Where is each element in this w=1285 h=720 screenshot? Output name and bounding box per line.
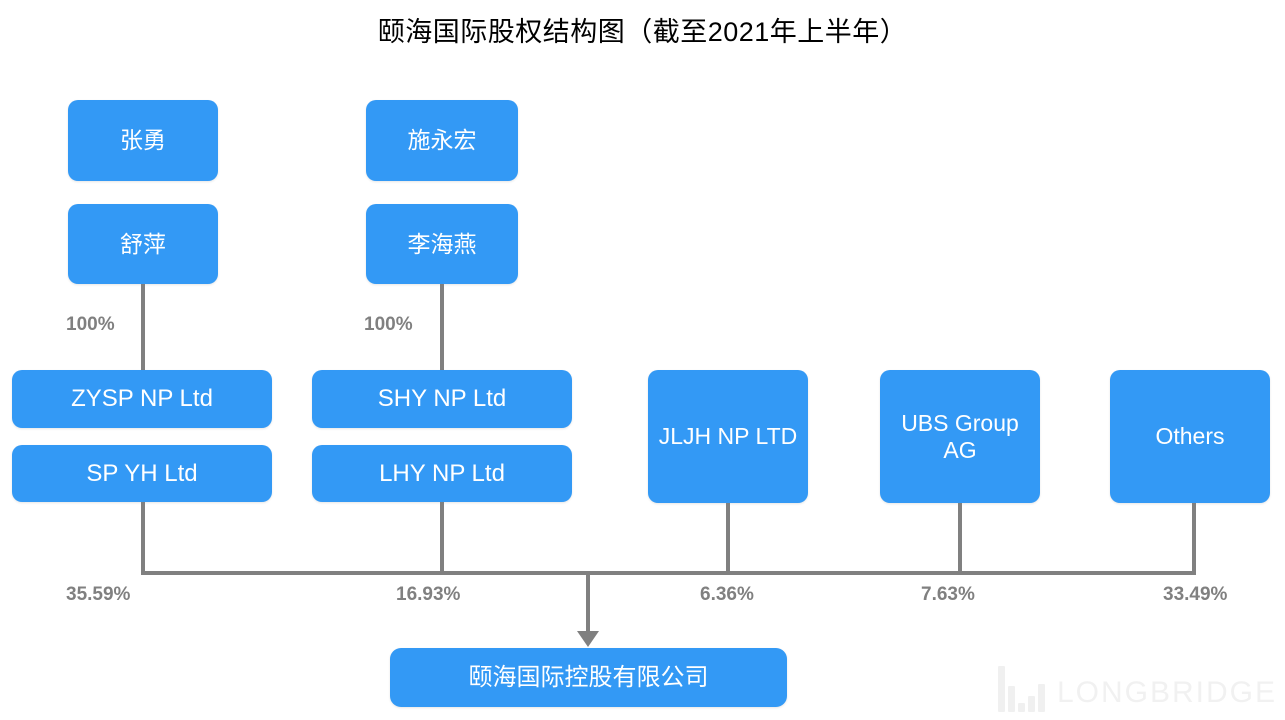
edge-shuping-to-zysp xyxy=(141,284,145,373)
longbridge-bar-chart-icon xyxy=(997,666,1045,712)
label-zysp-100-percent: 100% xyxy=(66,314,115,335)
edge-bus-to-root xyxy=(586,571,590,633)
node-shuping[interactable]: 舒萍 xyxy=(68,204,218,284)
edge-lihaiyan-to-shy xyxy=(440,284,444,373)
node-others[interactable]: Others xyxy=(1110,370,1270,503)
edge-spyh-drop xyxy=(141,502,145,575)
watermark-text: LONGBRIDGE xyxy=(1056,676,1277,709)
label-ubs-stake: 7.63% xyxy=(921,584,975,605)
node-lhy-np-ltd[interactable]: LHY NP Ltd xyxy=(312,445,572,502)
node-zysp-np-ltd[interactable]: ZYSP NP Ltd xyxy=(12,370,272,428)
edge-others-drop xyxy=(1192,503,1196,575)
node-zhangyong[interactable]: 张勇 xyxy=(68,100,218,181)
label-lhy-stake: 16.93% xyxy=(396,584,461,605)
label-jljh-stake: 6.36% xyxy=(700,584,754,605)
edge-jljh-drop xyxy=(726,503,730,575)
edge-lhy-drop xyxy=(440,502,444,575)
label-spyh-stake: 35.59% xyxy=(66,584,131,605)
node-jljh-np-ltd[interactable]: JLJH NP LTD xyxy=(648,370,808,503)
edge-ubs-drop xyxy=(958,503,962,575)
watermark: LONGBRIDGE xyxy=(997,666,1277,712)
node-lihaiyan[interactable]: 李海燕 xyxy=(366,204,518,284)
edge-shareholder-bus xyxy=(141,571,1196,575)
node-shiyonghong[interactable]: 施永宏 xyxy=(366,100,518,181)
node-root-company[interactable]: 颐海国际控股有限公司 xyxy=(390,648,787,707)
node-ubs-group-ag[interactable]: UBS Group AG xyxy=(880,370,1040,503)
node-sp-yh-ltd[interactable]: SP YH Ltd xyxy=(12,445,272,502)
arrow-head-icon xyxy=(577,631,599,647)
node-shy-np-ltd[interactable]: SHY NP Ltd xyxy=(312,370,572,428)
page-title: 颐海国际股权结构图（截至2021年上半年） xyxy=(377,17,908,47)
label-shy-100-percent: 100% xyxy=(364,314,413,335)
label-others-stake: 33.49% xyxy=(1163,584,1228,605)
